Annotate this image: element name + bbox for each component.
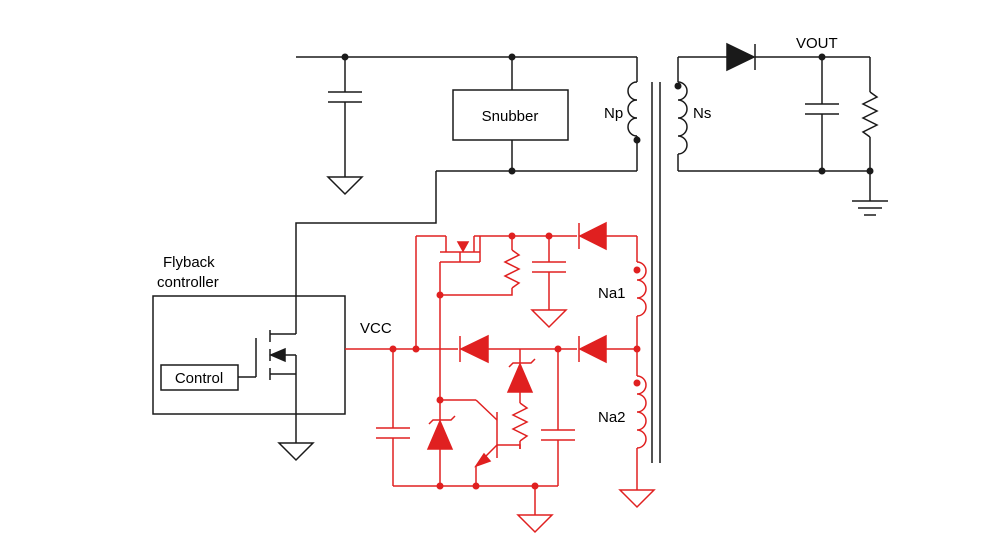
np-winding [627, 81, 638, 137]
junction-dot [436, 396, 444, 404]
junction-dot [508, 167, 516, 175]
na2-rectifier-diode [578, 334, 607, 364]
na1-winding [636, 261, 647, 317]
npn-base-wire [497, 444, 521, 449]
na1-rectifier-diode [578, 221, 607, 251]
auxiliary-circuit [376, 221, 656, 534]
right-zener-bar [508, 358, 536, 368]
output-rectifier-diode [726, 42, 756, 72]
base-resistor [511, 402, 529, 442]
vout-label: VOUT [796, 35, 838, 52]
flyback-controller-label-line1: Flyback [163, 254, 215, 271]
aux-mosfet-arrow [456, 241, 470, 253]
flyback-controller-box [152, 295, 346, 415]
na2-label: Na2 [598, 409, 626, 426]
np-label: Np [604, 105, 623, 122]
labels: VOUT Snubber Np Ns Flyback controller VC… [157, 35, 838, 426]
winding-polarity-dot [674, 82, 682, 90]
aux-resistor [503, 249, 521, 289]
snubber-block [452, 89, 569, 141]
ground-symbol [530, 309, 568, 329]
ground-symbol [618, 489, 656, 509]
vcc-label: VCC [360, 320, 392, 337]
primary-circuit [152, 53, 641, 462]
flyback-controller-label-line2: controller [157, 274, 219, 291]
zener-bar [428, 415, 456, 425]
winding-polarity-dot [633, 136, 641, 144]
ground-symbol [326, 176, 364, 196]
ground-symbol [277, 442, 315, 462]
transformer-and-secondary [651, 42, 888, 463]
ground-symbol [516, 514, 554, 534]
winding-polarity-dot [633, 266, 641, 274]
mosfet-arrow [269, 347, 286, 363]
na2-winding [636, 375, 647, 449]
npn-collector [475, 399, 498, 421]
winding-polarity-dot [633, 379, 641, 387]
vcc-series-diode [459, 334, 489, 364]
aux-resistor-lead [440, 288, 513, 296]
na1-label: Na1 [598, 285, 626, 302]
control-label: Control [175, 370, 223, 387]
ns-label: Ns [693, 105, 711, 122]
drain-wire [295, 171, 437, 296]
load-resistor [861, 91, 879, 138]
ns-winding [677, 81, 688, 155]
junction-dot [412, 345, 420, 353]
snubber-label: Snubber [482, 108, 539, 125]
npn-emitter-arrow [474, 452, 492, 468]
right-zener-diode [506, 362, 534, 393]
shunt-zener-diode [426, 419, 454, 450]
junction-dot [818, 167, 826, 175]
